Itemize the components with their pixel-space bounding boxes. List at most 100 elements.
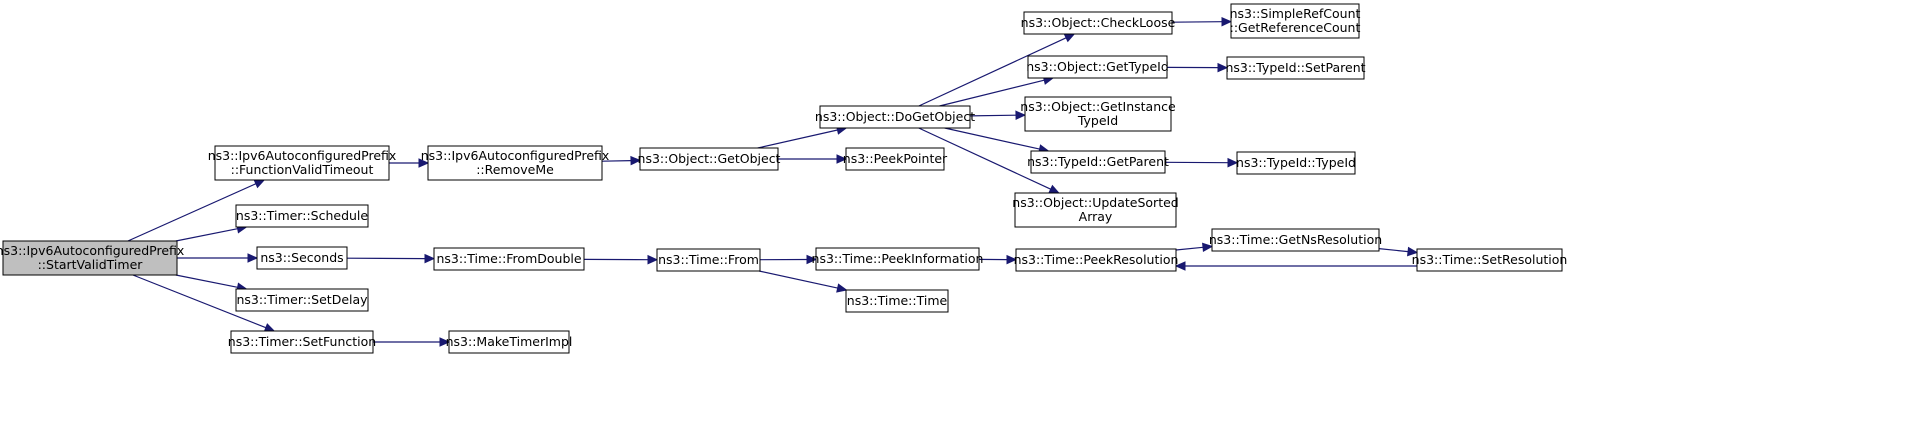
node-label: ns3::TypeId::GetParent: [1027, 154, 1169, 169]
node-type-id-type-id[interactable]: ns3::TypeId::TypeId: [1236, 151, 1356, 175]
node-box: [1027, 55, 1168, 79]
arrowhead-start_valid_timer-to-function_valid_timeout: [253, 179, 266, 189]
node-time-from[interactable]: ns3::Time::From: [656, 248, 761, 272]
node-label: ::StartValidTimer: [38, 257, 144, 272]
node-box: [1230, 3, 1360, 39]
node-box: [1236, 151, 1356, 175]
node-box: [639, 147, 779, 171]
node-time-peek-resolution[interactable]: ns3::Time::PeekResolution: [1014, 248, 1179, 272]
node-box: [1015, 248, 1177, 272]
node-label: ::FunctionValidTimeout: [231, 162, 374, 177]
node-timer-set-delay[interactable]: ns3::Timer::SetDelay: [235, 288, 369, 312]
node-object-do-get-object[interactable]: ns3::Object::DoGetObject: [815, 105, 975, 129]
arrowhead-timer_set_function-to-make_timer_impl: [439, 337, 451, 347]
node-box: [1416, 248, 1563, 272]
arrowhead-object_get_type_id-to-type_id_set_parent: [1217, 62, 1229, 73]
edge-start_valid_timer-to-function_valid_timeout: [127, 183, 257, 242]
node-label: ns3::Time::GetNsResolution: [1209, 232, 1382, 247]
node-label: ns3::TypeId::SetParent: [1225, 60, 1365, 75]
node-box: [845, 289, 949, 313]
edge-object_do_get_object-to-object_update_sorted_array: [918, 127, 1051, 190]
node-make-timer-impl[interactable]: ns3::MakeTimerImpl: [446, 330, 573, 354]
node-box: [815, 247, 980, 271]
node-box: [433, 247, 585, 271]
node-seconds[interactable]: ns3::Seconds: [256, 246, 348, 270]
edge-start_valid_timer-to-timer_schedule: [175, 228, 238, 242]
arrowhead-object_do_get_object-to-object_get_instance_type_id: [1015, 110, 1027, 120]
arrowhead-time_set_resolution-to-time_peek_resolution: [1174, 261, 1186, 271]
call-graph-nodes: ns3::Ipv6AutoconfiguredPrefix::StartVali…: [0, 3, 1568, 354]
arrowhead-time_from-to-time_peek_information: [806, 254, 818, 265]
arrowhead-object_get_object-to-peek_pointer: [836, 154, 848, 164]
node-label: ns3::Ipv6AutoconfiguredPrefix: [421, 148, 610, 163]
edge-start_valid_timer-to-timer_set_function: [132, 274, 267, 329]
arrowhead-time_peek_resolution-to-time_get_ns_resolution: [1202, 242, 1214, 253]
node-box: [656, 248, 761, 272]
node-label: ns3::Ipv6AutoconfiguredPrefix: [0, 243, 184, 258]
node-label: ns3::Object::GetInstance: [1020, 99, 1176, 114]
node-box: [1211, 228, 1380, 252]
node-label: ns3::Time::From: [658, 252, 759, 267]
node-box: [1014, 192, 1177, 228]
node-type-id-set-parent[interactable]: ns3::TypeId::SetParent: [1225, 56, 1366, 80]
edge-object_do_get_object-to-type_id_get_parent: [944, 127, 1040, 150]
edge-time_from-to-time_time: [758, 270, 838, 289]
arrowhead-seconds-to-time_from_double: [424, 253, 436, 264]
node-label: ns3::Object::DoGetObject: [815, 109, 975, 124]
edge-time_peek_resolution-to-time_get_ns_resolution: [1175, 246, 1204, 251]
node-label: TypeId: [1077, 113, 1118, 128]
edge-object_do_get_object-to-object_get_instance_type_id: [969, 114, 1017, 117]
node-function-valid-timeout[interactable]: ns3::Ipv6AutoconfiguredPrefix::FunctionV…: [208, 145, 397, 181]
node-time-get-ns-resolution[interactable]: ns3::Time::GetNsResolution: [1209, 228, 1382, 252]
node-label: Array: [1079, 209, 1113, 224]
arrowhead-start_valid_timer-to-seconds: [247, 253, 259, 263]
node-label: ns3::Object::GetObject: [638, 151, 781, 166]
node-label: ::GetReferenceCount: [1230, 20, 1361, 35]
arrowhead-function_valid_timeout-to-remove_me: [418, 158, 430, 168]
node-timer-schedule[interactable]: ns3::Timer::Schedule: [235, 204, 369, 228]
node-simple-ref-count-get-reference-count[interactable]: ns3::SimpleRefCount::GetReferenceCount: [1230, 3, 1361, 39]
node-label: ns3::Time::PeekResolution: [1014, 252, 1179, 267]
node-label: ns3::Object::CheckLoose: [1021, 15, 1176, 30]
node-label: ns3::Time::FromDouble: [436, 251, 581, 266]
node-time-set-resolution[interactable]: ns3::Time::SetResolution: [1412, 248, 1568, 272]
node-label: ns3::Timer::SetDelay: [236, 292, 368, 307]
node-start-valid-timer[interactable]: ns3::Ipv6AutoconfiguredPrefix::StartVali…: [0, 240, 184, 276]
edge-object_check_loose-to-simple_ref_count_get_reference_count: [1171, 21, 1223, 23]
node-time-from-double[interactable]: ns3::Time::FromDouble: [433, 247, 585, 271]
node-label: ns3::Timer::Schedule: [236, 208, 368, 223]
node-box: [230, 330, 374, 354]
node-peek-pointer[interactable]: ns3::PeekPointer: [843, 147, 948, 171]
node-object-check-loose[interactable]: ns3::Object::CheckLoose: [1021, 11, 1176, 35]
node-object-get-type-id[interactable]: ns3::Object::GetTypeId: [1026, 55, 1169, 79]
node-remove-me[interactable]: ns3::Ipv6AutoconfiguredPrefix::RemoveMe: [421, 145, 610, 181]
node-label: ns3::Object::UpdateSorted: [1012, 195, 1178, 210]
node-time-peek-information[interactable]: ns3::Time::PeekInformation: [812, 247, 984, 271]
node-label: ::RemoveMe: [476, 162, 554, 177]
arrowhead-time_from-to-time_time: [836, 283, 848, 293]
node-object-get-object[interactable]: ns3::Object::GetObject: [638, 147, 781, 171]
node-box: [235, 288, 369, 312]
node-time-time[interactable]: ns3::Time::Time: [845, 289, 949, 313]
arrowhead-start_valid_timer-to-timer_set_function: [263, 323, 276, 332]
node-box: [235, 204, 369, 228]
node-timer-set-function[interactable]: ns3::Timer::SetFunction: [228, 330, 376, 354]
node-type-id-get-parent[interactable]: ns3::TypeId::GetParent: [1027, 150, 1169, 174]
node-box: [1023, 11, 1173, 35]
node-box: [1030, 150, 1166, 174]
node-box: [214, 145, 390, 181]
node-box: [845, 147, 945, 171]
node-label: ns3::Time::Time: [847, 293, 948, 308]
arrowhead-object_do_get_object-to-object_update_sorted_array: [1048, 184, 1060, 194]
node-box: [2, 240, 178, 276]
node-box: [1024, 96, 1172, 132]
node-label: ns3::SimpleRefCount: [1230, 6, 1361, 21]
node-label: ns3::PeekPointer: [843, 151, 948, 166]
edge-start_valid_timer-to-timer_set_delay: [175, 274, 238, 288]
arrowhead-object_check_loose-to-simple_ref_count_get_reference_count: [1221, 16, 1233, 27]
arrowhead-time_peek_information-to-time_peek_resolution: [1006, 254, 1018, 265]
edge-object_get_object-to-object_do_get_object: [757, 129, 838, 149]
